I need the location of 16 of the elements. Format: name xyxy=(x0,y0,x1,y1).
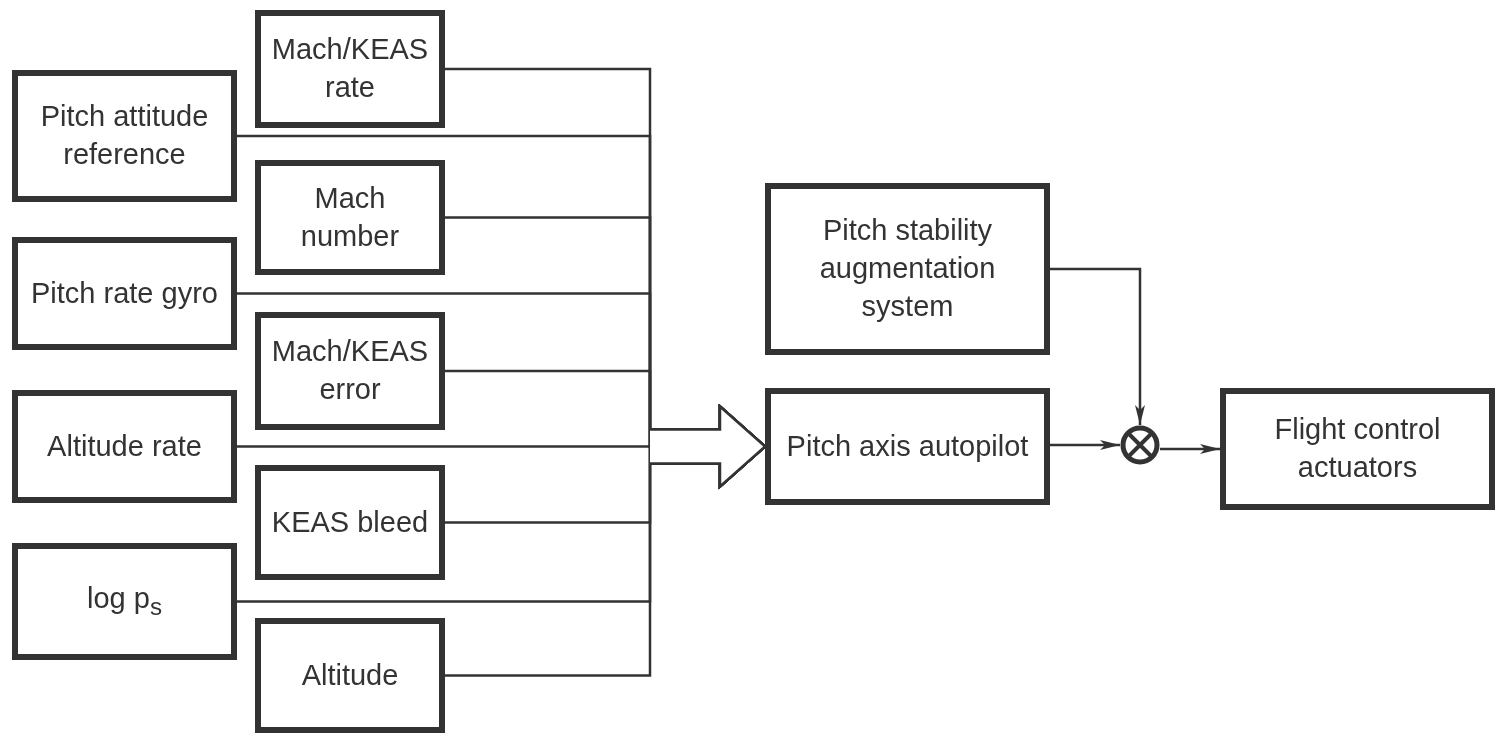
block-box: Mach/KEAS error xyxy=(255,312,445,430)
block-box: Pitch rate gyro xyxy=(12,237,237,350)
block-box: Pitch axis autopilot xyxy=(765,388,1050,505)
block-box: Pitch stability augmentation system xyxy=(765,183,1050,355)
connector-line xyxy=(1050,440,1120,450)
connector-line xyxy=(1160,444,1220,454)
connector-line xyxy=(1050,267,1145,425)
block-box: Pitch attitude reference xyxy=(12,70,237,202)
block-box: Mach number xyxy=(255,160,445,275)
block-box: Altitude rate xyxy=(12,390,237,503)
block-box: Altitude xyxy=(255,618,445,733)
block-box: log p$_{s}$ xyxy=(12,543,237,660)
block-box: Mach/KEAS rate xyxy=(255,10,445,128)
block-box: KEAS bleed xyxy=(255,465,445,580)
summing-junction xyxy=(1120,425,1160,465)
block-box: Flight control actuators xyxy=(1220,388,1495,510)
